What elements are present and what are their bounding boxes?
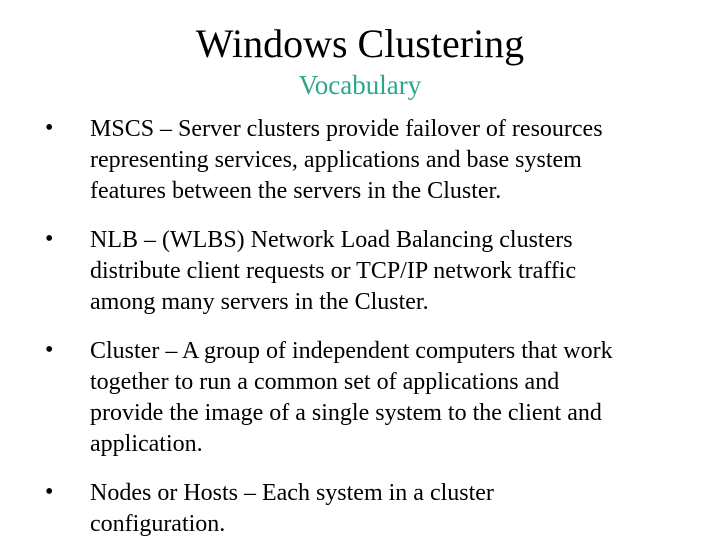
bullet-item: • Nodes or Hosts – Each system in a clus… bbox=[0, 478, 720, 540]
bullet-icon: • bbox=[45, 479, 54, 505]
bullet-icon: • bbox=[45, 226, 54, 252]
bullet-list: • MSCS – Server clusters provide failove… bbox=[0, 114, 720, 540]
bullet-icon: • bbox=[45, 337, 54, 363]
bullet-text: NLB – (WLBS) Network Load Balancing clus… bbox=[90, 227, 577, 315]
bullet-text: Cluster – A group of independent compute… bbox=[90, 338, 613, 457]
bullet-item: • MSCS – Server clusters provide failove… bbox=[0, 114, 720, 207]
slide-subtitle: Vocabulary bbox=[298, 70, 422, 100]
bullet-icon: • bbox=[45, 115, 54, 141]
slide-title: Windows Clustering bbox=[195, 21, 525, 66]
bullet-item: • Cluster – A group of independent compu… bbox=[0, 336, 720, 460]
bullet-text: MSCS – Server clusters provide failover … bbox=[90, 116, 603, 204]
bullet-item: • NLB – (WLBS) Network Load Balancing cl… bbox=[0, 225, 720, 318]
bullet-text: Nodes or Hosts – Each system in a cluste… bbox=[90, 480, 494, 537]
